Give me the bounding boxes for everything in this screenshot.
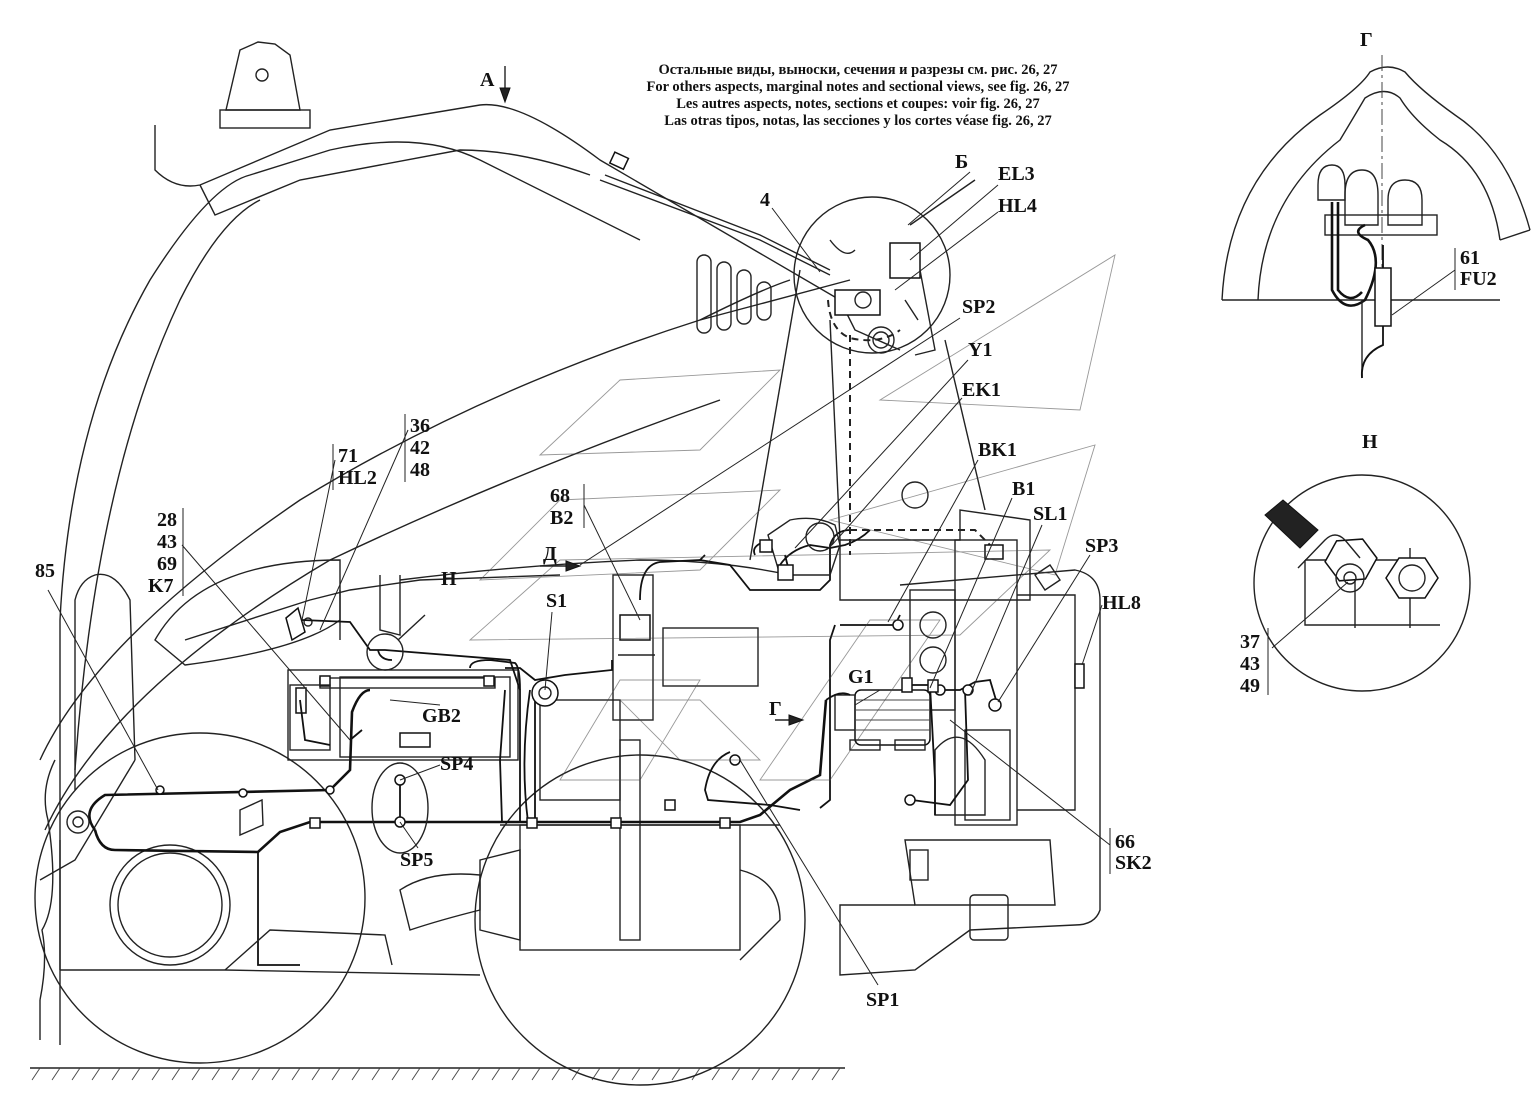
label-43a: 43 [157,531,177,553]
view-arrow-a-label: А [480,69,495,91]
notes-block: Остальные виды, выноски, сечения и разре… [646,62,1069,129]
note-es: Las otras tipos, notas, las secciones y … [664,113,1051,129]
headlight-hl8 [1074,663,1085,689]
antenna-cable [599,151,831,276]
detail-g: Г 61 FU2 [1221,29,1531,379]
view-arrow-n-label: Н [441,568,457,590]
label-bk1: BK1 [978,439,1017,461]
label-4: 4 [760,189,770,211]
label-gb2: GB2 [422,705,461,727]
watermark [468,254,1116,781]
view-arrow-b: Б [955,151,968,173]
wiring-harness [88,529,997,966]
stacked-label-sk2: 66 SK2 [1109,828,1152,874]
label-48: 48 [410,459,430,481]
view-arrow-b-label: Б [955,151,968,173]
view-arrow-g: Г [769,698,805,726]
label-b1: B1 [1012,478,1035,500]
label-g1: G1 [848,666,874,688]
label-fu2: FU2 [1460,268,1497,290]
view-arrow-a: А [480,66,511,104]
label-y1: Y1 [968,339,992,361]
switch-s1 [531,679,559,707]
dashed-routing [849,335,991,555]
label-42: 42 [410,437,430,459]
label-hl8: HL8 [1102,592,1141,614]
engine-compartment [839,481,1101,976]
label-s1: S1 [546,590,567,612]
window-slots [696,254,772,334]
rear-wheel [34,732,366,1064]
label-36: 36 [410,415,430,437]
view-arrow-g-label: Г [769,698,782,720]
label-el3: EL3 [998,163,1035,185]
label-49: 49 [1240,675,1260,697]
label-66: 66 [1115,831,1135,853]
label-hl2: HL2 [338,467,377,489]
label-61: 61 [1460,247,1480,269]
view-arrow-n: Н [441,568,457,590]
detail-g-title: Г [1360,29,1373,51]
label-37: 37 [1240,631,1260,653]
view-arrow-d-label: Д [543,543,557,565]
label-85: 85 [35,560,55,582]
label-43b: 43 [1240,653,1260,675]
detail-n-title: Н [1362,431,1378,453]
leader-lines [47,184,1111,986]
label-b2: B2 [550,507,573,529]
label-sp2: SP2 [962,296,995,318]
label-sk2: SK2 [1115,852,1152,874]
label-71: 71 [338,445,358,467]
view-arrow-d: Д [540,543,582,572]
sp-oval [371,762,429,854]
detail-n-small-circle [366,614,426,671]
stacked-label-36: 36 42 48 [404,414,430,482]
note-en: For others aspects, marginal notes and s… [646,79,1069,95]
wire-clips [155,619,1002,829]
heater-unit [759,517,841,581]
detail-n: Н 37 43 49 [1240,431,1471,697]
note-ru: Остальные виды, выноски, сечения и разре… [659,62,1058,78]
right-bay-components [901,544,1004,693]
label-68: 68 [550,485,570,507]
battery-gb2 [287,669,519,761]
stacked-label-hl2: 71 HL2 [332,444,377,490]
beacon-lamp [219,41,311,129]
label-sp1: SP1 [866,989,899,1011]
label-sp4: SP4 [440,753,473,775]
label-k7: K7 [148,575,174,597]
stacked-label-k7: 28 43 69 K7 [148,508,184,597]
rear-light-hl2 [285,606,313,642]
label-69: 69 [157,553,177,575]
label-sp3: SP3 [1085,535,1118,557]
transmission [399,699,781,961]
component-labels: 4 EL3 HL4 SP2 Y1 EK1 BK1 B1 SL1 SP3 HL8 … [35,163,1141,1011]
rear-pillar [66,798,393,971]
label-hl4: HL4 [998,195,1037,217]
cab-outline [39,103,986,1045]
detail-b-circle [793,171,976,356]
label-28: 28 [157,509,177,531]
label-sl1: SL1 [1033,503,1067,525]
control-box [612,574,759,721]
note-fr: Les autres aspects, notes, sections et c… [676,96,1040,112]
generator-g1 [834,689,931,751]
ground-line [30,1067,845,1081]
stacked-label-b2: 68 B2 [550,484,585,529]
label-ek1: EK1 [962,379,1001,401]
label-sp5: SP5 [400,849,433,871]
